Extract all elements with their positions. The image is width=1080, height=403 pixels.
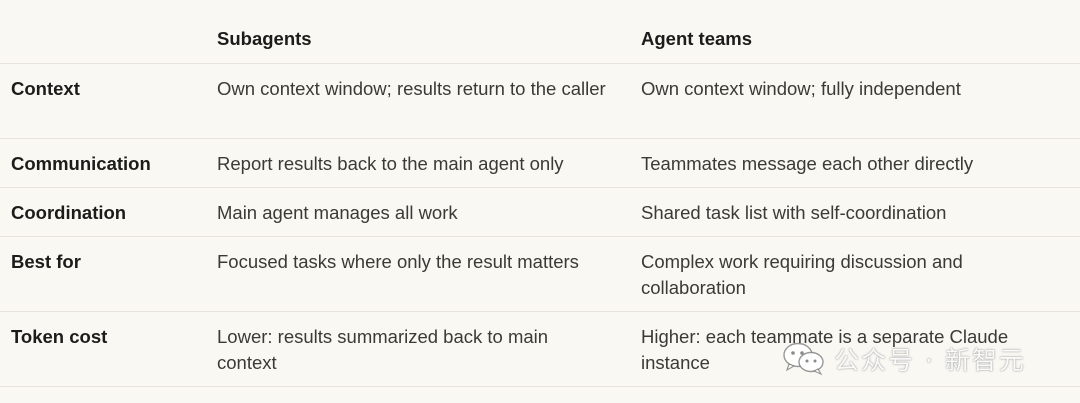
agent-teams-cell: Own context window; fully independent — [641, 78, 961, 99]
subagents-cell: Main agent manages all work — [217, 202, 458, 223]
table-row: Best for Focused tasks where only the re… — [0, 237, 1080, 312]
agent-teams-cell: Complex work requiring discussion and co… — [641, 251, 963, 298]
subagents-cell: Own context window; results return to th… — [217, 78, 606, 99]
subagents-cell: Lower: results summarized back to main c… — [217, 326, 549, 373]
comparison-table: Subagents Agent teams Context Own contex… — [0, 0, 1080, 387]
row-label: Communication — [11, 153, 151, 174]
watermark: 公众号 · 新智元 — [782, 339, 1052, 379]
row-label: Best for — [11, 251, 81, 272]
table-row: Token cost Lower: results summarized bac… — [0, 312, 1080, 387]
subagents-cell: Focused tasks where only the result matt… — [217, 251, 579, 272]
table-header-row: Subagents Agent teams — [0, 0, 1080, 64]
wechat-icon — [782, 341, 826, 377]
header-subagents: Subagents — [217, 28, 312, 49]
table-row: Context Own context window; results retu… — [0, 64, 1080, 139]
table-row: Communication Report results back to the… — [0, 139, 1080, 188]
row-label: Context — [11, 78, 80, 99]
table-row: Coordination Main agent manages all work… — [0, 188, 1080, 237]
row-label: Token cost — [11, 326, 108, 347]
row-label: Coordination — [11, 202, 127, 223]
header-agent-teams: Agent teams — [641, 28, 753, 49]
subagents-cell: Report results back to the main agent on… — [217, 153, 564, 174]
watermark-text: 公众号 · 新智元 — [834, 346, 1026, 375]
agent-teams-cell: Shared task list with self-coordination — [641, 202, 947, 223]
agent-teams-cell: Higher: each teammate is a separate Clau… — [641, 326, 1009, 373]
agent-teams-cell: Teammates message each other directly — [641, 153, 974, 174]
